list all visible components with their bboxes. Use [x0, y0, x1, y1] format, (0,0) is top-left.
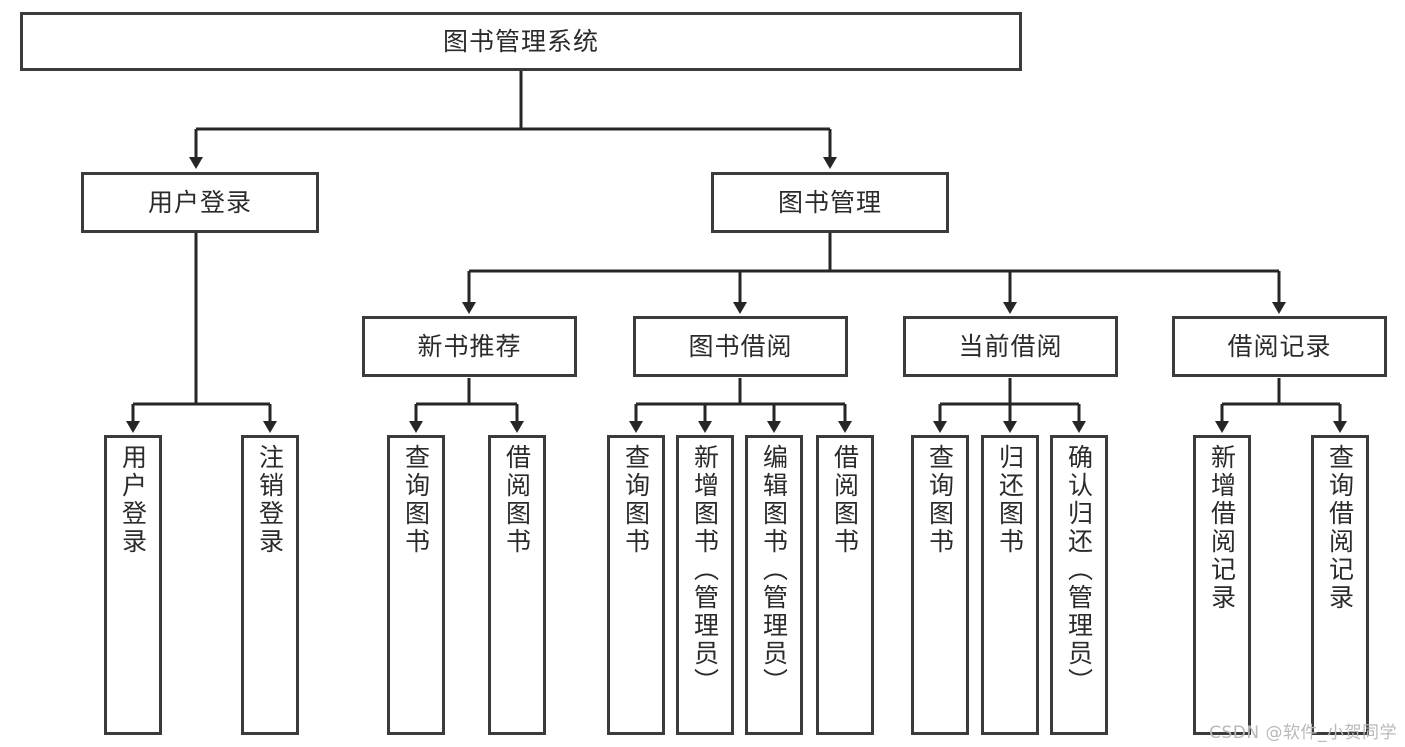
leaf-current-borrow-query[interactable]: 查询图书 [911, 435, 969, 735]
node-book-management[interactable]: 图书管理 [711, 172, 949, 233]
node-label: 用户登录 [147, 187, 252, 217]
node-label: 编辑图书（管理员） [759, 444, 789, 696]
leaf-current-borrow-confirm-return[interactable]: 确认归还（管理员） [1050, 435, 1108, 735]
node-user-login[interactable]: 用户登录 [81, 172, 319, 233]
node-label: 注销登录 [255, 444, 285, 556]
node-label: 图书借阅 [688, 331, 793, 361]
node-label: 确认归还（管理员） [1064, 444, 1094, 696]
node-current-borrowing[interactable]: 当前借阅 [903, 316, 1118, 377]
node-label: 借阅图书 [830, 444, 860, 556]
leaf-book-borrow-query[interactable]: 查询图书 [607, 435, 665, 735]
node-borrowing-records[interactable]: 借阅记录 [1172, 316, 1387, 377]
node-label: 查询图书 [925, 444, 955, 556]
node-label: 归还图书 [995, 444, 1025, 556]
leaf-new-books-borrow[interactable]: 借阅图书 [488, 435, 546, 735]
leaf-records-query[interactable]: 查询借阅记录 [1311, 435, 1369, 735]
leaf-book-borrow-borrow[interactable]: 借阅图书 [816, 435, 874, 735]
node-label: 新增借阅记录 [1207, 444, 1237, 612]
leaf-user-login-signout[interactable]: 注销登录 [241, 435, 299, 735]
node-label: 图书管理系统 [442, 26, 599, 56]
leaf-new-books-query[interactable]: 查询图书 [387, 435, 445, 735]
watermark-csdn: CSDN @软件_小贺同学 [1209, 723, 1397, 743]
node-label: 用户登录 [118, 444, 148, 556]
node-label: 查询借阅记录 [1325, 444, 1355, 612]
node-root-book-management-system[interactable]: 图书管理系统 [20, 12, 1022, 71]
node-label: 当前借阅 [958, 331, 1063, 361]
leaf-records-add[interactable]: 新增借阅记录 [1193, 435, 1251, 735]
leaf-current-borrow-return[interactable]: 归还图书 [981, 435, 1039, 735]
leaf-book-borrow-add[interactable]: 新增图书（管理员） [676, 435, 734, 735]
node-label: 新增图书（管理员） [690, 444, 720, 696]
node-label: 图书管理 [777, 187, 882, 217]
node-label: 借阅图书 [502, 444, 532, 556]
node-new-book-recommendation[interactable]: 新书推荐 [362, 316, 577, 377]
leaf-user-login-signin[interactable]: 用户登录 [104, 435, 162, 735]
node-label: 借阅记录 [1227, 331, 1332, 361]
node-label: 查询图书 [621, 444, 651, 556]
leaf-book-borrow-edit[interactable]: 编辑图书（管理员） [745, 435, 803, 735]
node-label: 新书推荐 [417, 331, 522, 361]
node-label: 查询图书 [401, 444, 431, 556]
node-book-borrowing[interactable]: 图书借阅 [633, 316, 848, 377]
